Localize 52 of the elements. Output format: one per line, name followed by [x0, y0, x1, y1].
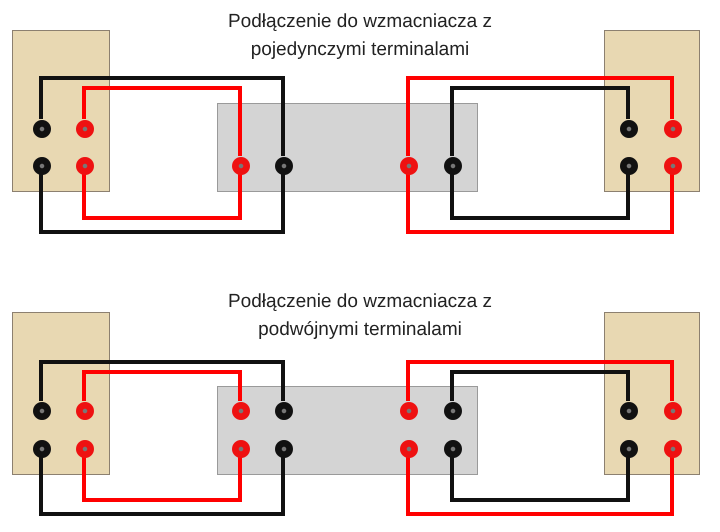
terminal [664, 402, 682, 420]
speaker-box [12, 30, 110, 192]
terminal [444, 440, 462, 458]
amplifier-panel [217, 386, 478, 475]
terminal [400, 157, 418, 175]
terminal [444, 157, 462, 175]
terminal [444, 402, 462, 420]
amplifier-panel [217, 103, 478, 192]
terminal [664, 120, 682, 138]
wire [39, 457, 285, 516]
terminal [33, 157, 51, 175]
terminal [76, 120, 94, 138]
terminal [400, 402, 418, 420]
terminal [76, 402, 94, 420]
terminal [275, 440, 293, 458]
terminal [232, 402, 250, 420]
terminal [664, 157, 682, 175]
wire [82, 174, 242, 220]
wire [39, 76, 285, 156]
terminal [76, 440, 94, 458]
wire [406, 174, 674, 234]
speaker-box [604, 30, 700, 192]
terminal [664, 440, 682, 458]
terminal [620, 440, 638, 458]
wire [82, 86, 242, 156]
terminal [620, 157, 638, 175]
wire [406, 360, 674, 401]
terminal [400, 440, 418, 458]
wire [82, 457, 242, 502]
wire [406, 457, 674, 516]
terminal [620, 120, 638, 138]
terminal [33, 440, 51, 458]
terminal [76, 157, 94, 175]
wire [82, 370, 242, 401]
wire [406, 76, 674, 156]
terminal [232, 440, 250, 458]
terminal [232, 157, 250, 175]
wire [450, 174, 630, 220]
wire [39, 360, 285, 401]
wire [39, 174, 285, 234]
heading: Podłączenie do wzmacniacza z pojedynczymi terminalami [226, 10, 494, 62]
wire [450, 86, 630, 156]
wire [450, 370, 630, 401]
terminal [275, 157, 293, 175]
terminal [33, 120, 51, 138]
terminal [33, 402, 51, 420]
terminal [275, 402, 293, 420]
heading: Podłączenie do wzmacniacza z podwójnymi terminalami [226, 290, 494, 342]
speaker-box [604, 312, 700, 475]
terminal [620, 402, 638, 420]
speaker-box [12, 312, 110, 475]
wire [450, 457, 630, 502]
